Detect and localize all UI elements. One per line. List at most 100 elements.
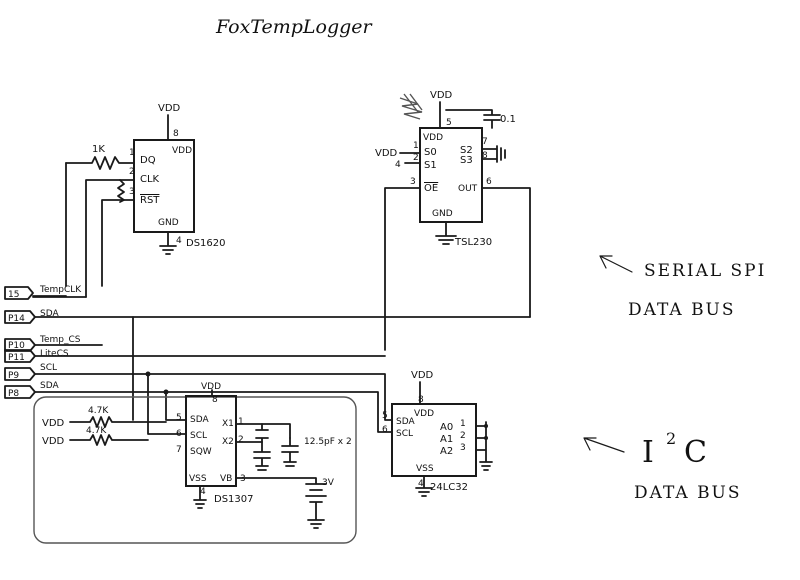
ds1307-chip: 8 5 SDA 6 SCL 7 SQW X1 1 X2 2 VSS VB 3 4… (176, 395, 254, 505)
tsl230-pin-4: 4 (395, 160, 401, 170)
tsl230-pin-3: 3 (410, 177, 416, 187)
i2c-label-line2: DATA BUS (634, 483, 742, 503)
24lc32-body (391, 403, 477, 477)
ds1620-pin-2: 2 (129, 167, 135, 177)
port-p9-signal: SCL (40, 363, 57, 373)
tsl230-pin-2: 2 (413, 153, 419, 163)
port-box-p11 (4, 349, 36, 363)
tsl230-chip: VDD 5 1 S0 2 4 S1 3 OE 7 S2 8 S3 OUT 6 G… (395, 118, 492, 248)
24lc32-chip: 8 5 SDA VDD 6 SCL A0 1 A1 2 A2 3 VSS 4 2… (382, 395, 477, 493)
ds1620-pin-8: 8 (173, 129, 179, 139)
24lc32-pin-3: 3 (460, 443, 466, 453)
tsl230-name: TSL230 (454, 237, 492, 248)
i2c-arrow (583, 437, 625, 453)
tsl230-pin-out: OUT (458, 184, 478, 194)
crystal-cap-label: 12.5pF x 2 (304, 437, 352, 447)
ds1620-pin-4: 4 (176, 236, 182, 246)
tsl230-pin-7: 7 (482, 137, 488, 147)
port-p11-pin: P11 (8, 353, 25, 363)
ds1307-pin-2: 2 (238, 435, 244, 445)
ds1620-chip: 8 VDD 1 DQ 2 CLK 3 RST GND 4 DS1620 (129, 129, 226, 249)
port-box-p14 (4, 310, 36, 324)
tsl230-pin-vdd: VDD (423, 133, 443, 143)
port-box-15 (4, 286, 34, 300)
24lc32-pin-vdd: VDD (414, 409, 434, 419)
tsl230-pin-1: 1 (413, 141, 419, 151)
port-p10-signal: Temp_CS (39, 335, 81, 345)
spi-label-line1: SERIAL SPI (644, 261, 766, 281)
ds1307-pin-6: 6 (176, 429, 182, 439)
diagram-title: FoxTempLogger (215, 16, 374, 38)
24lc32-pin-a0: A0 (440, 422, 453, 433)
cap-0-1-label: 0.1 (500, 114, 516, 125)
port-p9-pin: P9 (8, 371, 19, 381)
resistor-47k-a-label: 4.7K (88, 406, 109, 416)
tsl230-pin-5: 5 (446, 118, 452, 128)
24lc32-pin-1: 1 (460, 419, 466, 429)
ds1307-pin-vss: VSS (189, 474, 207, 484)
24lc32-pin-4: 4 (418, 479, 424, 489)
ds1307-pin-5: 5 (176, 413, 182, 423)
ds1307-name: DS1307 (214, 494, 254, 505)
port-box-p9 (4, 367, 36, 381)
24lc32-pin-scl: SCL (396, 429, 413, 439)
ds1307-pin-sqw: SQW (190, 447, 212, 457)
resistor-1k-label: 1K (92, 144, 105, 155)
resistor-47k-b-label: 4.7K (86, 426, 107, 436)
24lc32-pin-a2: A2 (440, 446, 453, 457)
ds1620-pin-clk: CLK (140, 174, 160, 185)
spi-arrow (599, 255, 633, 273)
ds1307-pin-3: 3 (240, 474, 246, 484)
ds1307-vdd-label: VDD (201, 382, 221, 392)
port-p8-pin: P8 (8, 389, 19, 399)
24lc32-pin-8: 8 (418, 395, 424, 405)
ds1620-pin-gnd: GND (158, 218, 179, 228)
pullup-vdd-2: VDD (42, 436, 65, 447)
port-15-pin: 15 (8, 290, 19, 300)
ds1307-pin-x1: X1 (222, 419, 234, 429)
ds1307-pin-8: 8 (212, 395, 218, 405)
ds1620-name: DS1620 (186, 238, 226, 249)
ds1620-pin-vdd: VDD (172, 146, 192, 156)
battery-label: 3V (322, 478, 335, 488)
ds1307-pin-7: 7 (176, 445, 182, 455)
spi-label-line2: DATA BUS (628, 300, 736, 320)
24lc32-pin-5: 5 (382, 411, 388, 421)
port-list: 15 P14 P10 P11 P9 P8 TempCLK SDA Temp_CS… (4, 285, 82, 399)
ds1307-pin-sda: SDA (190, 415, 209, 425)
port-p14-pin: P14 (8, 314, 25, 324)
24lc32-pin-vss: VSS (416, 464, 434, 474)
port-p10-pin: P10 (8, 341, 25, 351)
ds1307-pin-scl: SCL (190, 431, 207, 441)
24lc32-pin-2: 2 (460, 431, 466, 441)
tsl230-pin-oe: OE (424, 183, 438, 194)
scribble-mark (399, 93, 423, 120)
24lc32-name: 24LC32 (430, 482, 468, 493)
tsl230-pin-s2: S2 (460, 145, 473, 156)
tsl230-pin-6: 6 (486, 177, 492, 187)
ds1620-pin-3: 3 (129, 187, 135, 197)
tsl230-pin-s1: S1 (424, 160, 437, 171)
tsl230-s0-vdd-label: VDD (375, 148, 398, 159)
24lc32-pin-a1: A1 (440, 434, 453, 445)
tsl230-pin-gnd: GND (432, 209, 453, 219)
port-15-signal: TempCLK (39, 285, 82, 295)
ds1620-pin-dq: DQ (140, 155, 156, 166)
ds1307-pin-4: 4 (200, 487, 206, 497)
port-p8-signal: SDA (40, 381, 59, 391)
tsl230-pin-s3: S3 (460, 155, 473, 166)
i2c-label-main: I (642, 435, 654, 470)
ds1620-pin-rst: RST (140, 195, 160, 206)
ds1620-pin-1: 1 (129, 148, 135, 158)
ds1307-pin-1: 1 (238, 417, 244, 427)
port-p14-signal: SDA (40, 309, 59, 319)
port-box-p10 (4, 338, 36, 352)
port-p11-signal: LiteCS (40, 349, 69, 359)
tsl230-vdd-label: VDD (430, 90, 453, 101)
tsl230-body (419, 127, 483, 223)
port-box-p8 (4, 385, 36, 399)
i2c-label-tail: C (684, 435, 707, 470)
tsl230-pin-s0: S0 (424, 147, 437, 158)
pullup-vdd-1: VDD (42, 418, 65, 429)
